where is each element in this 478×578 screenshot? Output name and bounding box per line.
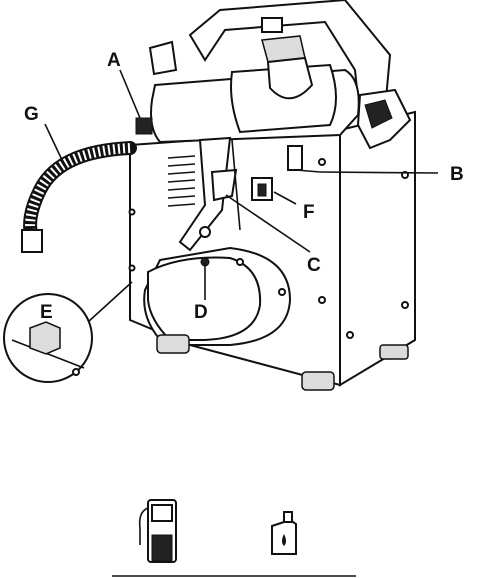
drain-plug-detail <box>4 282 132 382</box>
callout-g: G <box>24 104 39 125</box>
fuel-hose <box>22 148 130 252</box>
callout-d: D <box>194 302 208 323</box>
callout-f: F <box>303 202 315 223</box>
fuel-tank <box>150 18 359 142</box>
filler-plug <box>136 118 152 134</box>
fuel-pump-icon <box>140 500 176 562</box>
callout-c: C <box>307 255 321 276</box>
ignition-switch <box>252 178 272 200</box>
air-filter-cover <box>144 248 290 345</box>
oil-can-icon <box>272 512 296 554</box>
callout-a: A <box>107 50 121 71</box>
callout-b: B <box>450 164 464 185</box>
hose-fitting <box>22 230 42 252</box>
callout-e: E <box>40 302 53 323</box>
